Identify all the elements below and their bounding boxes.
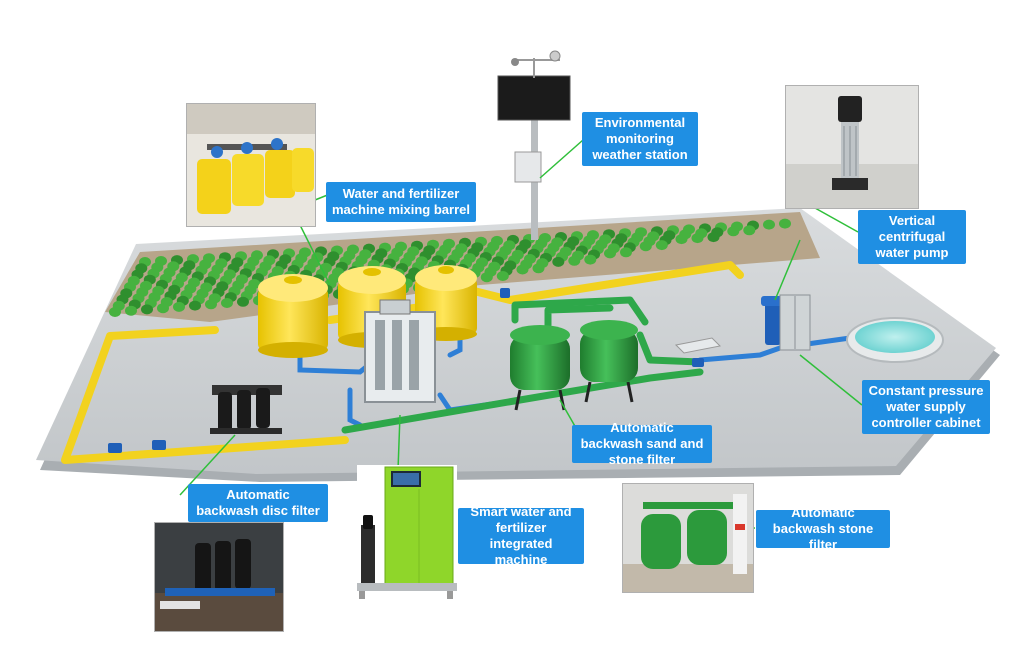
crop-plant [707,232,720,243]
label-stone-filter: Automatic backwash stone filter [756,505,890,552]
crop-plant [173,301,185,312]
crop-plant [516,264,529,275]
weather-station [497,50,571,240]
crop-plant [691,233,704,244]
sand-stone-filters [510,320,638,411]
crop-plant [727,226,740,237]
disc-filter-photo [154,522,284,632]
green-pipeline [341,296,704,434]
crop-plant [568,255,581,266]
crop-plant [205,299,217,310]
pressure-sensor [674,337,722,354]
crop-plant [496,271,509,281]
stone-filter-photo [622,483,754,593]
pipe-valves [108,288,704,453]
crop-plant [189,300,201,311]
label-centrifugal-pump: Vertical centrifugal water pump [858,210,966,264]
label-sand-stone-filter: Automatic backwash sand and stone filter [572,420,712,467]
water-pool [846,317,944,363]
crop-plant [532,263,545,274]
pump-and-cabinet [761,294,811,351]
crop-plant [584,254,597,265]
label-disc-filter: Automatic backwash disc filter [188,484,328,522]
crop-plant [620,247,632,258]
label-mixing-barrel: Water and fertilizer machine mixing barr… [326,182,476,222]
crop-plant [639,241,652,252]
crop-plant [743,225,756,236]
crop-plant [141,304,153,315]
crop-plant [125,305,137,316]
crop-plant [109,307,121,317]
crop-plant [221,298,233,308]
label-weather-station: Environmental monitoring weather station [582,112,698,166]
centrifugal-pump-photo [785,85,919,209]
crop-plant [552,256,565,267]
crop-plant [604,248,616,259]
label-controller-cabinet: Constant pressure water supply controlle… [862,380,990,434]
disc-filter-unit [210,385,282,434]
crop-plant [480,272,493,283]
crop-plant [779,218,791,229]
integrated-machine-photo [357,465,457,600]
crop-plant [237,296,249,307]
mixing-barrel-photo [186,103,316,227]
label-integrated-machine: Smart water and fertilizer integrated ma… [458,504,584,567]
injection-frame [364,299,436,403]
crop-plant [655,240,668,251]
crop-plant [675,234,688,245]
crop-plant [157,303,169,314]
crop-plant [763,219,775,230]
